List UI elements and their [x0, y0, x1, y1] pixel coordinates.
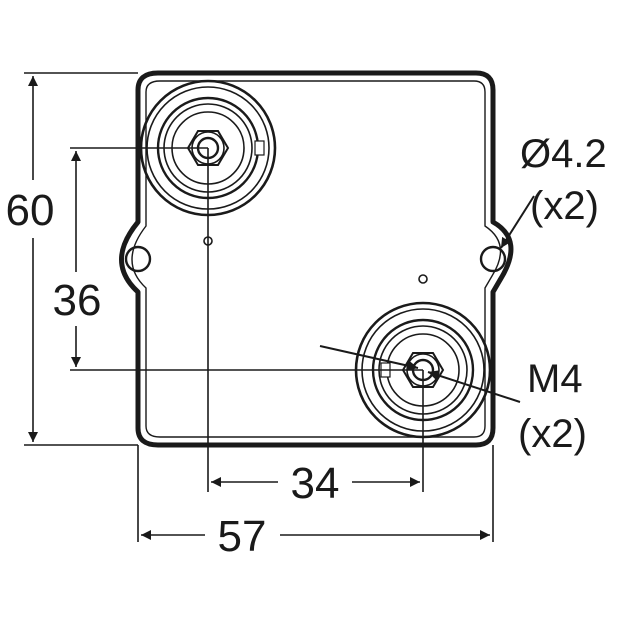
body-outline	[119, 70, 514, 448]
mount-hole-left	[124, 245, 152, 273]
dimension-hole-horizontal: 34	[211, 459, 420, 508]
dim-hole-horizontal-label: 34	[291, 459, 340, 508]
extension-lines	[24, 72, 494, 542]
terminal-thread-label: M4	[527, 357, 583, 401]
dimension-hole-vertical: 36	[53, 151, 102, 367]
mount-hole-qty-label: (x2)	[530, 184, 599, 228]
callout-mount-hole: Ø4.2 (x2)	[500, 132, 607, 249]
dimension-width: 57	[141, 512, 490, 561]
dimension-height: 60	[6, 76, 55, 442]
dim-height-label: 60	[6, 186, 55, 235]
component-body	[119, 70, 514, 448]
locating-dot-right	[418, 274, 428, 284]
callout-terminal-thread: M4 (x2)	[319, 345, 587, 456]
dim-width-label: 57	[218, 512, 267, 561]
mount-hole-right	[479, 245, 507, 273]
body-inner-outline	[131, 80, 502, 438]
mount-hole-size-label: Ø4.2	[520, 132, 607, 176]
terminal-qty-label: (x2)	[518, 412, 587, 456]
dim-hole-vertical-label: 36	[53, 276, 102, 325]
